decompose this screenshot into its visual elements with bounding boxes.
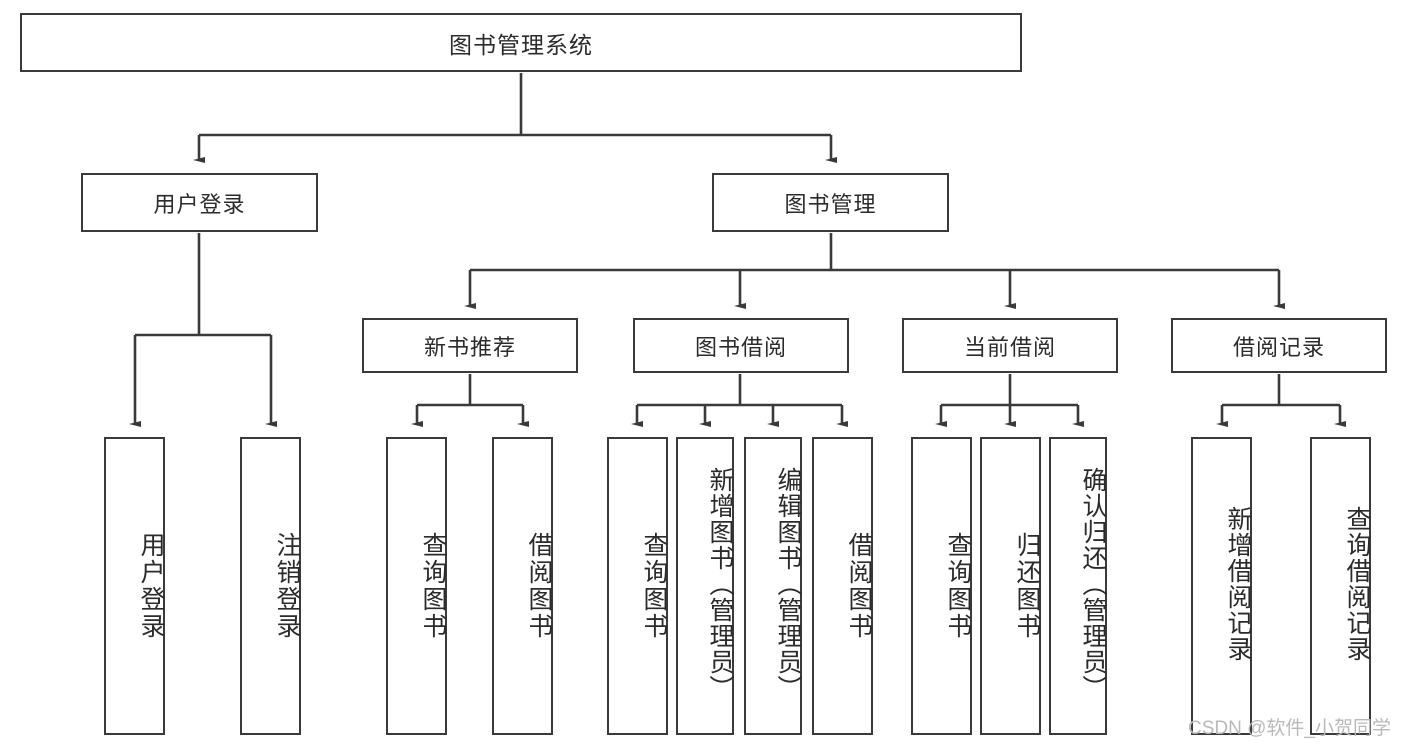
leaf-logout-login[interactable]: 注销登录 — [240, 437, 301, 735]
node-borrow-record[interactable]: 借阅记录 — [1171, 318, 1387, 373]
leaf-borrow-book-2[interactable]: 借阅图书 — [812, 437, 873, 735]
node-current-borrow[interactable]: 当前借阅 — [902, 318, 1118, 373]
leaf-query-book-1[interactable]: 查询图书 — [386, 437, 447, 735]
node-root[interactable]: 图书管理系统 — [20, 13, 1022, 72]
leaf-confirm-return-admin[interactable]: 确认归还（管理员） — [1049, 437, 1107, 735]
leaf-edit-book-admin[interactable]: 编辑图书（管理员） — [744, 437, 802, 735]
node-book-borrow[interactable]: 图书借阅 — [633, 318, 849, 373]
leaf-query-book-2[interactable]: 查询图书 — [607, 437, 668, 735]
csdn-watermark: CSDN @软件_小贺同学 — [1188, 718, 1391, 739]
leaf-query-borrow-record[interactable]: 查询借阅记录 — [1310, 437, 1371, 735]
node-user-login[interactable]: 用户登录 — [81, 173, 318, 232]
leaf-return-book[interactable]: 归还图书 — [980, 437, 1041, 735]
node-new-book-recommend[interactable]: 新书推荐 — [362, 318, 578, 373]
leaf-query-book-3[interactable]: 查询图书 — [911, 437, 972, 735]
leaf-add-book-admin[interactable]: 新增图书（管理员） — [676, 437, 734, 735]
leaf-borrow-book-1[interactable]: 借阅图书 — [492, 437, 553, 735]
leaf-user-login[interactable]: 用户登录 — [104, 437, 165, 735]
leaf-add-borrow-record[interactable]: 新增借阅记录 — [1191, 437, 1252, 735]
node-book-manage[interactable]: 图书管理 — [712, 173, 949, 232]
